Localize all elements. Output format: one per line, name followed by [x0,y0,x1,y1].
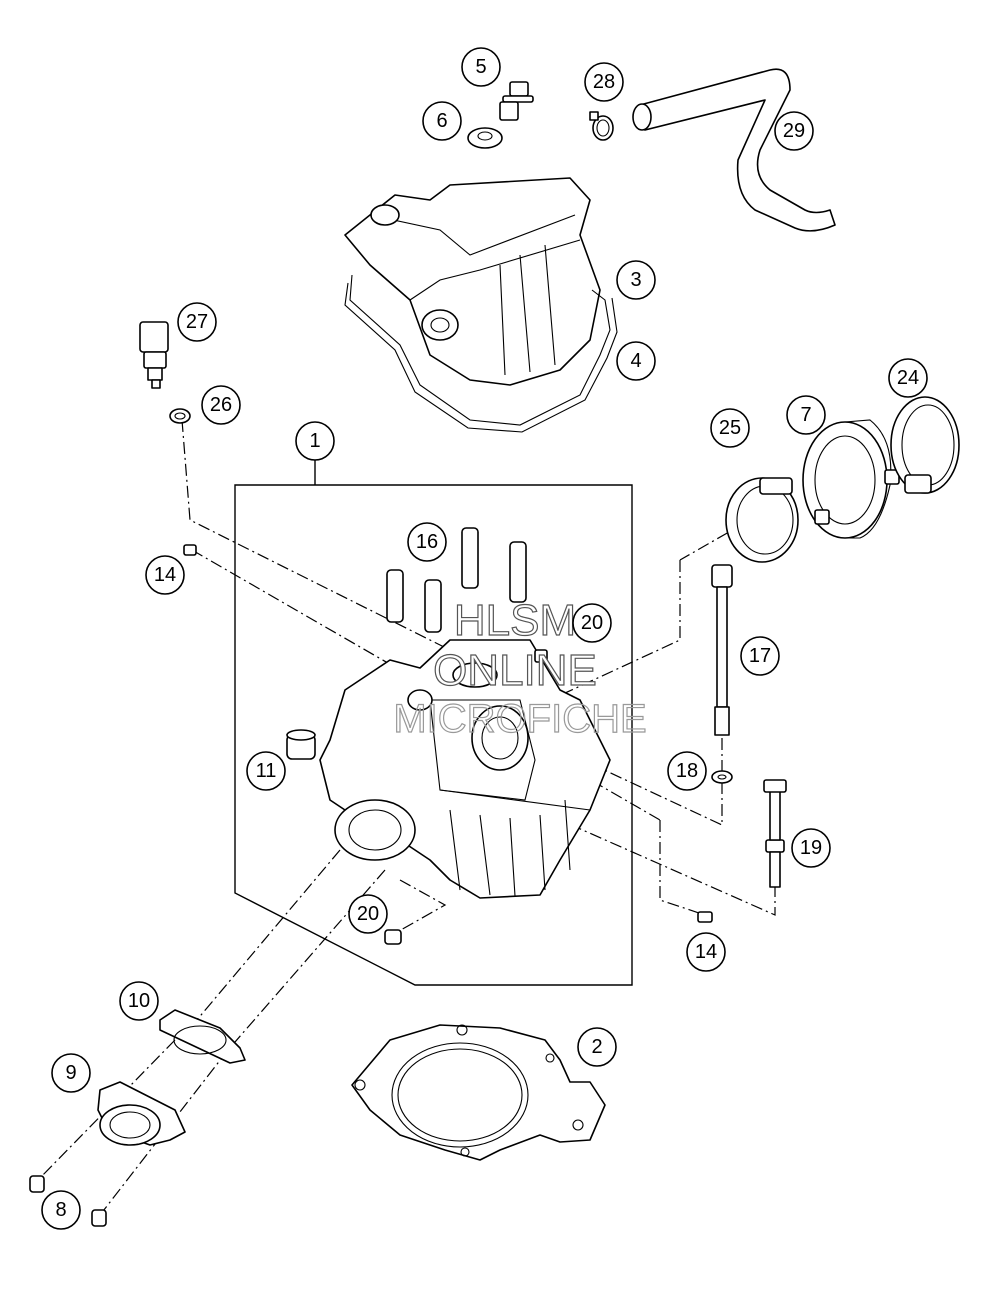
callout-14-upper-label: 14 [154,564,176,586]
callout-9: 9 [51,1053,91,1093]
callout-14-upper: 14 [145,555,185,595]
cylinder-head-bolt-long [711,564,733,736]
callout-7-label: 7 [800,404,811,426]
cylinder-head [319,639,611,899]
callout-26-label: 26 [210,394,232,416]
callout-25-label: 25 [719,417,741,439]
callout-16-label: 16 [416,531,438,553]
small-hose-clamp [589,111,614,141]
watermark-line1: HLSM [454,596,576,645]
callout-11-label: 11 [256,760,277,782]
rubber-seal [467,127,503,149]
callout-18-label: 18 [676,760,698,782]
temperature-sensor [139,321,169,389]
intake-flange-clamp [890,396,960,494]
callout-17: 17 [740,636,780,676]
callout-14-lower: 14 [686,932,726,972]
callout-16: 16 [407,522,447,562]
callout-11: 11 [246,751,286,791]
valve-cover-gasket [344,274,618,433]
callout-19: 19 [791,828,831,868]
callout-8-label: 8 [55,1199,66,1221]
valve-cover [344,177,601,386]
callout-20-upper-label: 20 [581,612,603,634]
plug-screw-upper [183,544,197,556]
plug-lower [384,929,402,945]
callout-5: 5 [461,47,501,87]
callout-6: 6 [422,101,462,141]
callout-24-label: 24 [897,367,919,389]
cylinder-head-bolt [763,779,787,888]
callout-28-label: 28 [593,71,615,93]
callout-29-label: 29 [783,120,805,142]
exhaust-flange-gasket [159,1009,246,1064]
callout-9-label: 9 [65,1062,76,1084]
flange-screws [29,1175,107,1227]
callout-27-label: 27 [186,311,208,333]
intake-flange [802,419,900,539]
callout-4: 4 [616,341,656,381]
valve-cover-bolt [499,81,534,121]
callout-14-lower-label: 14 [695,941,717,963]
watermark-line2: ONLINE [433,646,597,695]
callout-5-label: 5 [475,56,486,78]
callout-19-label: 19 [800,837,822,859]
exhaust-flange [97,1081,186,1146]
callout-29: 29 [774,111,814,151]
callout-10-label: 10 [128,990,150,1012]
callout-2-label: 2 [591,1036,602,1058]
plug-upper [534,649,548,663]
callout-6-label: 6 [436,110,447,132]
watermark: HLSM ONLINE MICROFICHE [393,595,648,741]
callout-20-upper: 20 [572,603,612,643]
callout-4-label: 4 [630,350,641,372]
watermark-line3: MICROFICHE [393,697,646,741]
callout-28: 28 [584,62,624,102]
callout-3: 3 [616,260,656,300]
cylinder-head-gasket [351,1024,606,1161]
callout-2: 2 [577,1027,617,1067]
callout-26: 26 [201,385,241,425]
callout-20-lower-label: 20 [357,903,379,925]
plug-screw-lower [697,911,713,923]
washer [711,770,733,784]
callout-1-label: 1 [309,430,320,452]
callout-18: 18 [667,751,707,791]
callout-25: 25 [710,408,750,448]
callout-3-label: 3 [630,269,641,291]
callout-17-label: 17 [749,645,771,667]
callout-7: 7 [786,395,826,435]
callout-20-lower: 20 [348,894,388,934]
sealing-ring [169,408,191,424]
callout-24: 24 [888,358,928,398]
intake-hose-clamp [725,477,799,563]
breather-hose [632,68,836,232]
callout-10: 10 [119,981,159,1021]
callout-8: 8 [41,1190,81,1230]
callout-1: 1 [295,421,335,461]
dowel-sleeve [286,729,316,760]
callout-27: 27 [177,302,217,342]
valve-guides [386,527,527,633]
